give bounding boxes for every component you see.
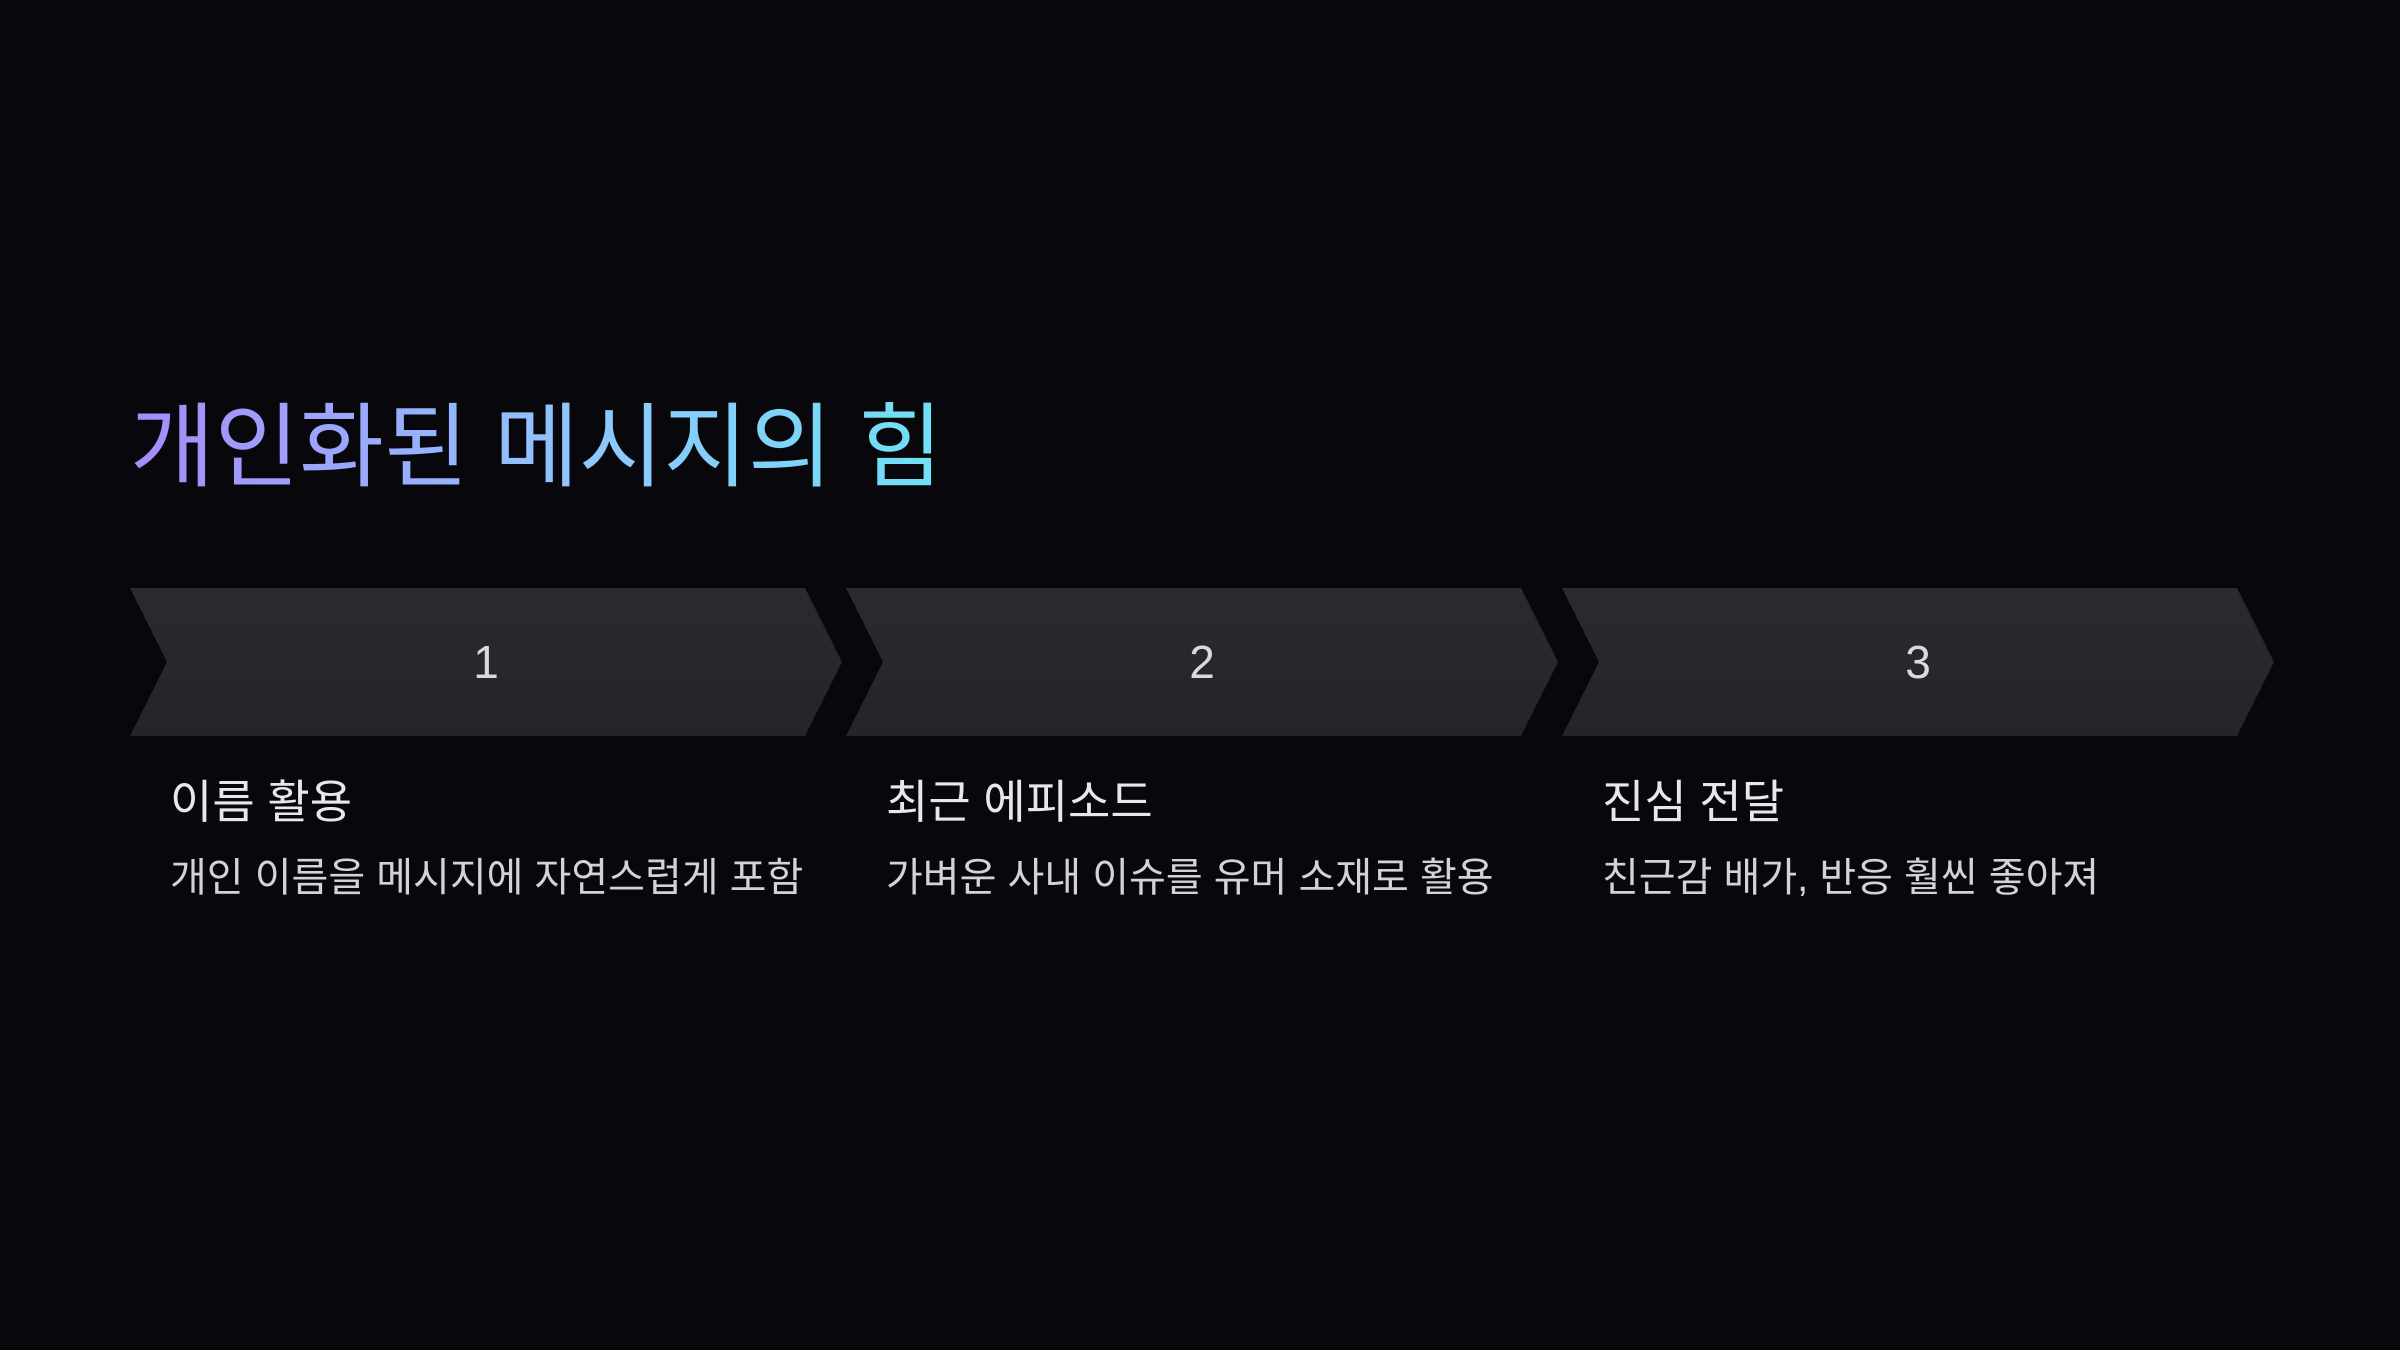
step-column-2: 2 최근 에피소드 가벼운 사내 이슈를 유머 소재로 활용: [846, 588, 1521, 903]
slide-title: 개인화된 메시지의 힘: [130, 397, 943, 499]
step-3-chevron-shape: 3: [1562, 588, 2274, 736]
step-3-description: 친근감 배가, 반응 훨씬 좋아져: [1602, 855, 2100, 900]
step-2-number: 2: [1189, 636, 1215, 688]
step-column-3: 3 진심 전달 친근감 배가, 반응 훨씬 좋아져: [1562, 588, 2237, 903]
process-steps-row: 1 이름 활용 개인 이름을 메시지에 자연스럽게 포함 2 최근 에피소드 가…: [130, 588, 2237, 903]
step-column-1: 1 이름 활용 개인 이름을 메시지에 자연스럽게 포함: [130, 588, 805, 903]
step-2-heading: 최근 에피소드: [886, 776, 1153, 828]
step-2-chevron-shape: 2: [846, 588, 1558, 736]
step-3-heading: 진심 전달: [1602, 776, 1785, 828]
step-1-description: 개인 이름을 메시지에 자연스럽게 포함: [170, 855, 804, 900]
step-2-description: 가벼운 사내 이슈를 유머 소재로 활용: [886, 855, 1494, 900]
step-1-number: 1: [473, 636, 499, 688]
step-1-chevron-shape: 1: [130, 588, 842, 736]
slide-title-text: 개인화된 메시지의 힘: [130, 397, 943, 499]
step-1-heading: 이름 활용: [170, 776, 353, 828]
step-3-number: 3: [1905, 636, 1931, 688]
